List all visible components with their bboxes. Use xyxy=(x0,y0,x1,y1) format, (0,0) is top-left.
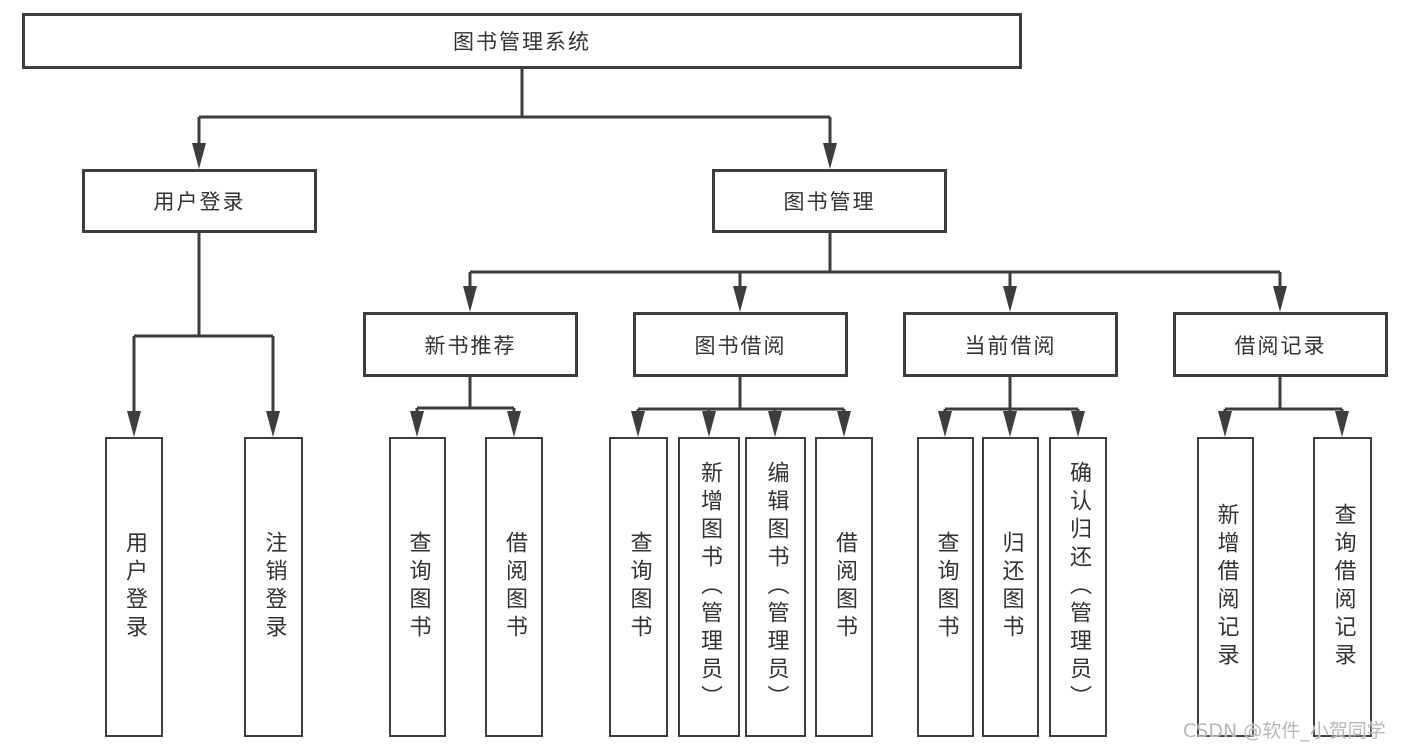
node-current-borrow: 当前借阅 xyxy=(903,312,1118,377)
node-label: 新增借阅记录 xyxy=(1213,503,1239,671)
leaf-user-login: 用户登录 xyxy=(105,437,163,737)
leaf-add-books-admin: 新增图书（管理员） xyxy=(678,437,740,737)
node-label: 新书推荐 xyxy=(424,333,517,358)
node-borrow-records: 借阅记录 xyxy=(1173,312,1388,377)
node-label: 借阅图书 xyxy=(502,531,527,643)
node-book-management: 图书管理 xyxy=(712,169,947,233)
node-label: 新增图书（管理员） xyxy=(697,461,722,713)
leaf-borrow-books-borrow: 借阅图书 xyxy=(815,437,873,737)
leaf-edit-books-admin: 编辑图书（管理员） xyxy=(745,437,806,737)
node-user-login: 用户登录 xyxy=(82,169,317,233)
node-library-management-system: 图书管理系统 xyxy=(22,13,1022,69)
leaf-query-borrow-record: 查询借阅记录 xyxy=(1313,437,1372,737)
node-new-book-recommend: 新书推荐 xyxy=(363,312,578,377)
node-label: 用户登录 xyxy=(153,190,246,214)
node-label: 归还图书 xyxy=(998,531,1024,643)
leaf-query-books-recommend: 查询图书 xyxy=(389,437,446,737)
leaf-query-books-current: 查询图书 xyxy=(917,437,974,737)
node-label: 借阅图书 xyxy=(832,531,857,643)
leaf-logout: 注销登录 xyxy=(244,437,303,737)
node-label: 图书管理 xyxy=(783,190,876,214)
leaf-return-books: 归还图书 xyxy=(982,437,1039,737)
node-label: 查询图书 xyxy=(933,531,959,643)
node-label: 查询借阅记录 xyxy=(1330,503,1356,671)
node-label: 借阅记录 xyxy=(1234,333,1327,358)
node-label: 图书管理系统 xyxy=(453,30,591,54)
watermark: CSDN @软件_小贺同学 xyxy=(1183,720,1386,742)
node-label: 查询图书 xyxy=(405,531,431,643)
node-label: 编辑图书（管理员） xyxy=(763,461,789,713)
leaf-borrow-books-recommend: 借阅图书 xyxy=(485,437,543,737)
node-label: 查询图书 xyxy=(626,531,652,643)
leaf-query-books-borrow: 查询图书 xyxy=(609,437,668,737)
node-label: 确认归还（管理员） xyxy=(1066,461,1091,713)
node-label: 图书借阅 xyxy=(694,333,787,358)
node-label: 用户登录 xyxy=(122,531,147,643)
node-label: 注销登录 xyxy=(261,531,287,643)
node-label: 当前借阅 xyxy=(964,333,1057,358)
node-book-borrow: 图书借阅 xyxy=(633,312,848,377)
leaf-add-borrow-record: 新增借阅记录 xyxy=(1197,437,1254,737)
leaf-confirm-return-admin: 确认归还（管理员） xyxy=(1049,437,1107,737)
